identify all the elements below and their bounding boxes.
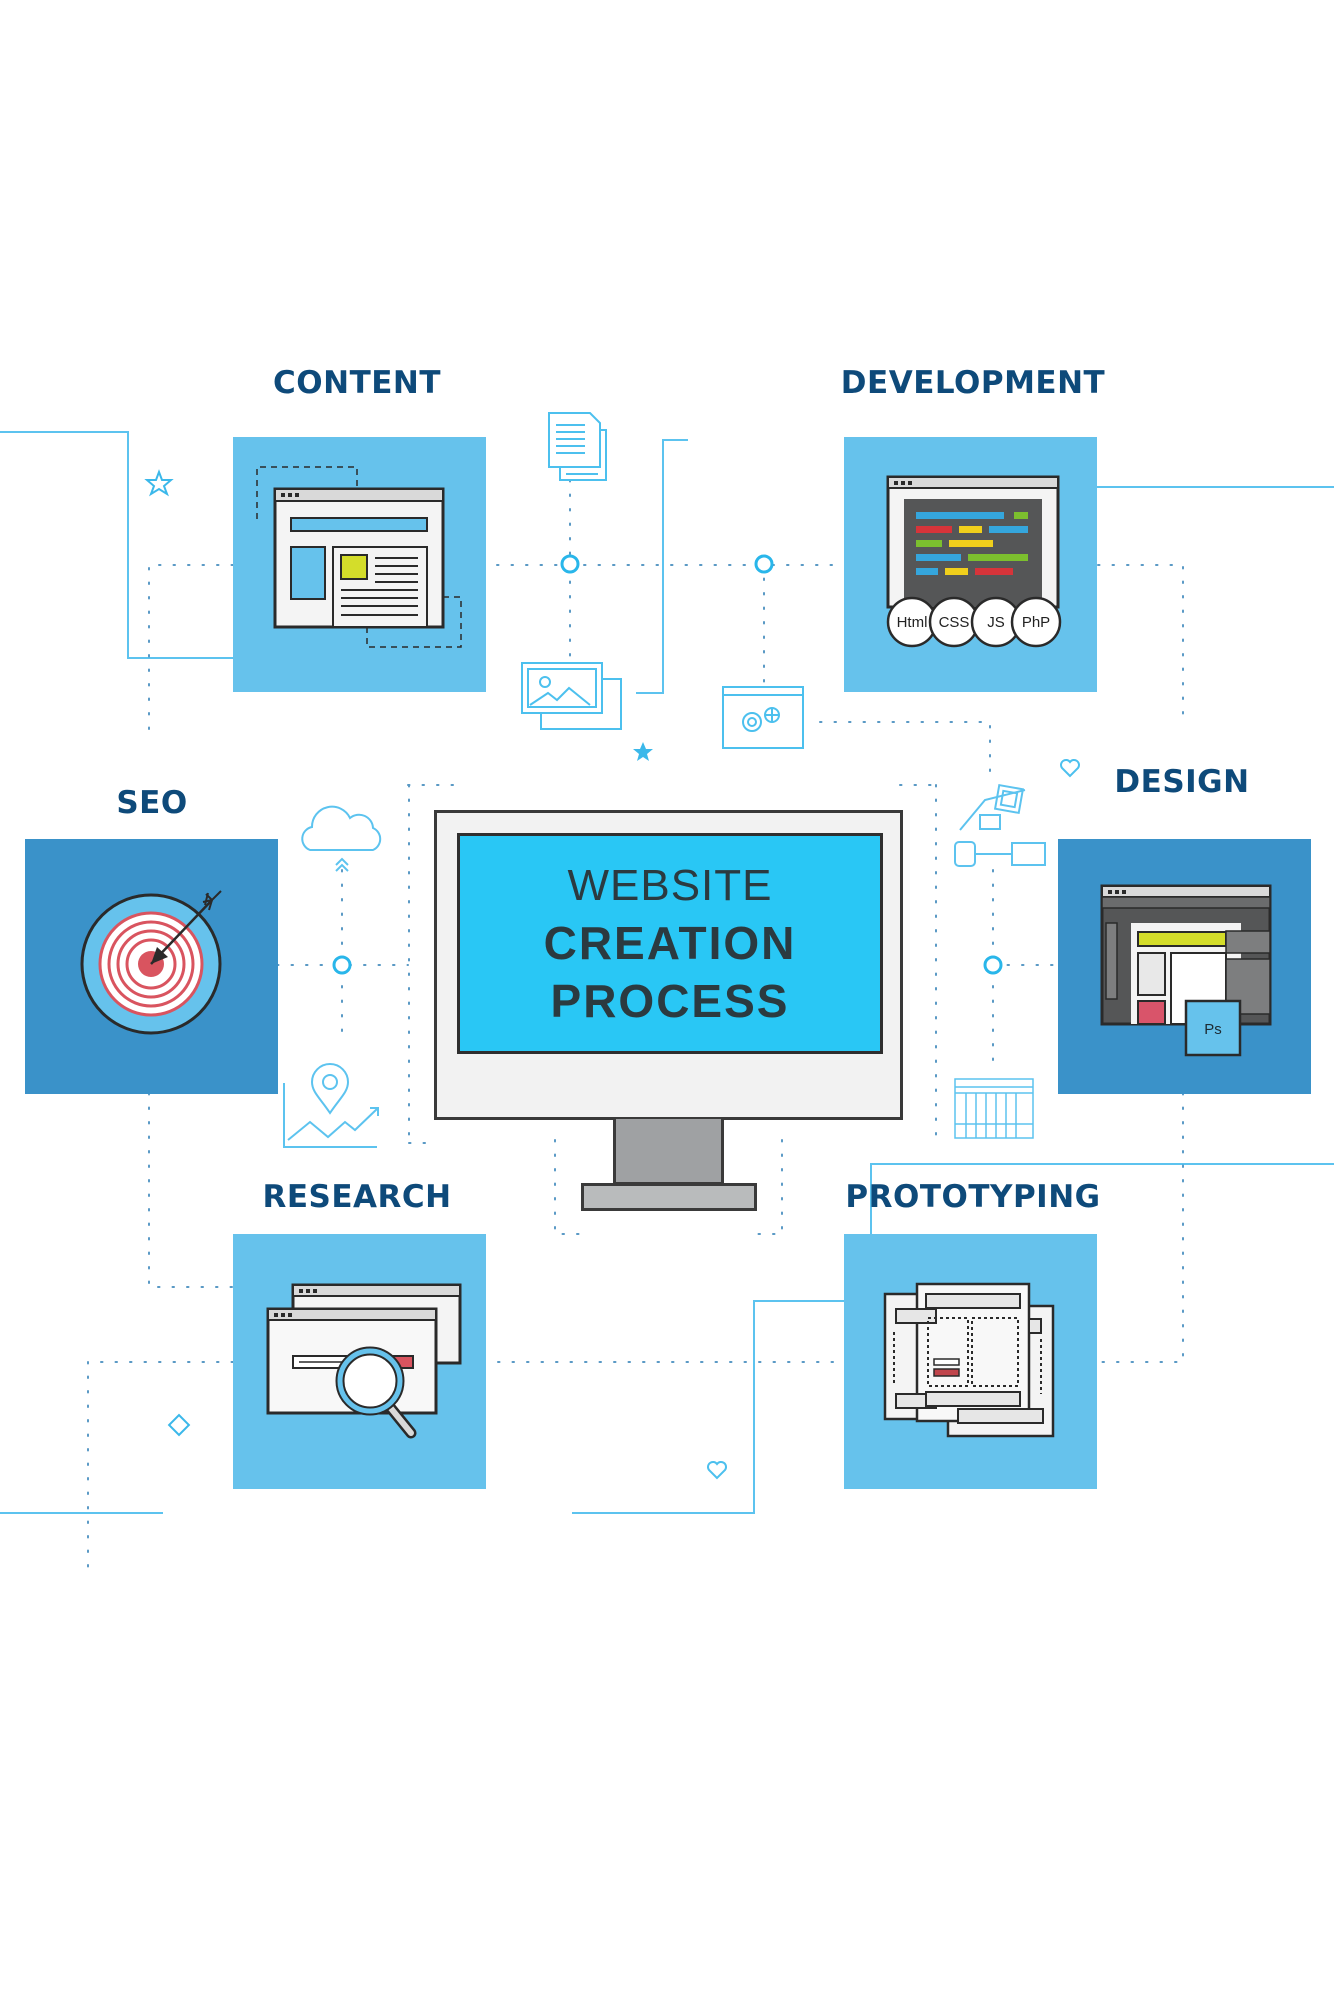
image-gallery-icon xyxy=(521,662,622,730)
node-circle xyxy=(560,554,580,574)
node-circle xyxy=(754,554,774,574)
dotted-line-gear-right xyxy=(819,721,991,783)
web-page-layout-icon xyxy=(256,466,462,648)
dotted-line-design-bottom xyxy=(1098,1092,1184,1363)
step-box-prototyping xyxy=(844,1234,1097,1489)
document-icon xyxy=(548,412,607,481)
js-badge-label: JS xyxy=(987,614,1005,631)
step-box-research xyxy=(233,1234,486,1489)
location-chart-icon xyxy=(283,1063,379,1148)
html-badge-label: Html xyxy=(897,614,928,631)
ps-badge-label: Ps xyxy=(1204,1021,1222,1038)
step-box-seo xyxy=(25,839,278,1094)
star-icon xyxy=(633,742,653,761)
center-monitor: WEBSITE CREATION PROCESS xyxy=(434,810,903,1120)
dotted-line-dev-right xyxy=(1097,564,1184,725)
php-badge xyxy=(1010,596,1062,648)
target-arrow-icon xyxy=(80,890,222,1035)
photoshop-layout-icon: Ps xyxy=(1100,884,1272,1057)
step-label-development: DEVELOPMENT xyxy=(840,365,1106,401)
monitor-screen: WEBSITE CREATION PROCESS xyxy=(457,833,883,1054)
monitor-stand-base xyxy=(581,1183,757,1211)
star-icon xyxy=(144,469,174,497)
cloud-upload-icon xyxy=(301,805,382,872)
dotted-line-monitor-left xyxy=(554,1139,591,1235)
browser-search-icon xyxy=(266,1283,462,1439)
step-box-content xyxy=(233,437,486,692)
css-badge-label: CSS xyxy=(939,614,970,631)
step-label-design: DESIGN xyxy=(1114,764,1250,800)
step-label-seo: SEO xyxy=(116,785,188,821)
gear-window-icon xyxy=(722,686,804,749)
dotted-line-content-left xyxy=(148,564,234,741)
heart-icon xyxy=(1060,759,1080,778)
dotted-line-seo-bottom xyxy=(148,1092,234,1288)
wireframe-pages-icon xyxy=(883,1282,1055,1438)
step-label-prototyping: PROTOTYPING xyxy=(845,1179,1101,1215)
step-label-research: RESEARCH xyxy=(262,1179,452,1215)
code-editor-icon: Html CSS JS PhP xyxy=(886,475,1062,648)
step-box-development: Html CSS JS PhP xyxy=(844,437,1097,692)
sitemap-icon xyxy=(954,783,1046,867)
table-icon xyxy=(954,1078,1034,1139)
dotted-line-research-left xyxy=(87,1361,234,1571)
title-line-1: WEBSITE xyxy=(567,860,773,910)
solid-line-bottom-right xyxy=(572,1163,1334,1514)
dotted-line-monitor-right xyxy=(749,1139,783,1235)
node-circle xyxy=(332,955,352,975)
solid-line-top-center xyxy=(636,439,688,694)
title-line-2: CREATION xyxy=(543,916,797,969)
php-badge-label: PhP xyxy=(1022,614,1050,631)
monitor-stand-neck xyxy=(613,1119,724,1185)
node-circle xyxy=(983,955,1003,975)
title-line-3: PROCESS xyxy=(550,974,790,1027)
heart-icon xyxy=(707,1461,727,1480)
step-box-design: Ps xyxy=(1058,839,1311,1094)
step-label-content: CONTENT xyxy=(273,365,441,401)
diamond-icon xyxy=(167,1413,191,1437)
